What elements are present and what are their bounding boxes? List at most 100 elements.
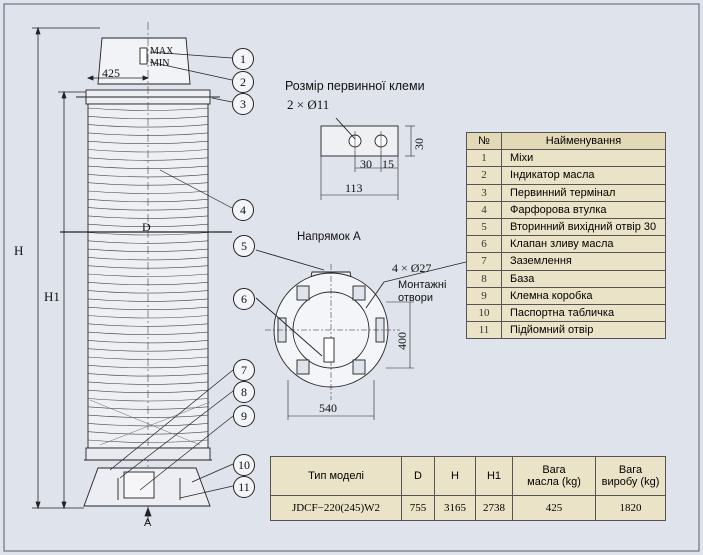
parts-header-name: Найменування — [501, 131, 666, 151]
parts-row-name: Первинний термінал — [501, 183, 666, 202]
terminal-holes: 2 × Ø11 — [287, 97, 330, 112]
spec-oil-weight: 425 — [512, 495, 596, 521]
mounting-holes-note: Монтажні отвори — [398, 279, 447, 304]
dim-400: 400 — [395, 332, 409, 350]
parts-row-name: Підйомний отвір — [501, 321, 666, 340]
shed-rib — [87, 381, 209, 385]
shed-rib — [87, 306, 209, 310]
terminal-view-title: Розмір первинної клеми — [285, 79, 425, 93]
dim-H: H — [14, 243, 24, 258]
callout-11: 11 — [233, 476, 255, 498]
bottom-holes: 4 × Ø27 — [392, 261, 432, 275]
parts-header-num: № — [466, 131, 502, 151]
parts-row-num: 4 — [466, 200, 502, 219]
parts-row-name: База — [501, 269, 666, 288]
dim-425: 425 — [102, 66, 120, 80]
parts-row-num: 2 — [466, 166, 502, 185]
dim-540: 540 — [319, 401, 337, 415]
parts-row-name: Міхи — [501, 149, 666, 168]
parts-row-num: 3 — [466, 183, 502, 202]
spec-header-oil-weight: Вага масла (kg) — [512, 456, 596, 496]
shed-rib — [87, 398, 209, 402]
bottom-view — [255, 249, 414, 420]
parts-row-num: 1 — [466, 149, 502, 168]
parts-row-name: Паспортна табличка — [501, 303, 666, 323]
shed-rib — [87, 273, 209, 277]
dim-30-vertical: 30 — [412, 138, 426, 150]
min-label: MIN — [150, 58, 170, 69]
parts-row-num: 8 — [466, 269, 502, 288]
parts-row-name: Клапан зливу масла — [501, 235, 666, 254]
parts-row-num: 5 — [466, 217, 502, 237]
spec-header-row: Тип моделі D H H1 Вага масла (kg) Вага в… — [270, 456, 666, 496]
direction-a-title: Напрямок A — [297, 231, 361, 243]
shed-rib — [87, 107, 209, 111]
spec-H1: 2738 — [475, 495, 513, 521]
parts-row-num: 7 — [466, 252, 502, 271]
parts-row-name: Заземлення — [501, 252, 666, 271]
callout-8: 8 — [233, 381, 255, 403]
dim-30-horizontal: 30 — [360, 157, 372, 171]
dim-H1: H1 — [44, 289, 60, 304]
callout-leaders — [109, 51, 234, 499]
callout-1: 1 — [232, 48, 254, 70]
spec-header-D: D — [401, 456, 435, 496]
spec-table: Тип моделі D H H1 Вага масла (kg) Вага в… — [270, 456, 666, 521]
spec-product-weight: 1820 — [595, 495, 666, 521]
shed-rib — [87, 240, 209, 244]
shed-rib — [87, 331, 209, 335]
spec-header-H1: H1 — [475, 456, 513, 496]
shed-rib — [87, 124, 209, 128]
shed-rib — [87, 365, 209, 369]
callout-2: 2 — [232, 71, 254, 93]
parts-row-num: 10 — [466, 303, 502, 323]
terminal-view — [320, 117, 415, 200]
shed-rib — [87, 348, 209, 352]
max-label: MAX — [150, 46, 174, 57]
shed-rib — [87, 174, 209, 178]
parts-row-num: 6 — [466, 235, 502, 254]
spec-model: JDCF−220(245)W2 — [270, 495, 402, 521]
callout-4: 4 — [232, 199, 254, 221]
spec-D: 755 — [401, 495, 435, 521]
shed-rib — [87, 290, 209, 294]
parts-row-name: Фарфорова втулка — [501, 200, 666, 219]
callout-3: 3 — [232, 93, 254, 115]
parts-row-name: Клемна коробка — [501, 286, 666, 305]
callout-5: 5 — [233, 235, 255, 257]
shed-rib — [87, 257, 209, 261]
spec-header-H: H — [434, 456, 476, 496]
shed-rib — [87, 140, 209, 144]
dim-15: 15 — [382, 157, 394, 171]
callout-10: 10 — [233, 454, 255, 476]
height-dimensions — [32, 26, 152, 522]
parts-table-header: № Найменування — [466, 131, 666, 151]
spec-header-model: Тип моделі — [270, 456, 402, 496]
parts-row-name: Індикатор масла — [501, 166, 666, 185]
parts-row-name: Вторинний вихідний отвір 30 — [501, 217, 666, 237]
spec-H: 3165 — [434, 495, 476, 521]
parts-table-row: 2 Індикатор масла — [466, 166, 666, 185]
arrow-A-label: A — [144, 517, 152, 529]
callout-6: 6 — [233, 288, 255, 310]
callout-9: 9 — [233, 405, 255, 427]
dim-113: 113 — [345, 181, 363, 195]
spec-header-product-weight: Вага виробу (kg) — [595, 456, 666, 496]
dim-D: D — [142, 220, 151, 234]
transformer-elevation — [60, 22, 232, 520]
shed-rib — [87, 157, 209, 161]
spec-value-row: JDCF−220(245)W2 755 3165 2738 425 1820 — [270, 495, 666, 521]
